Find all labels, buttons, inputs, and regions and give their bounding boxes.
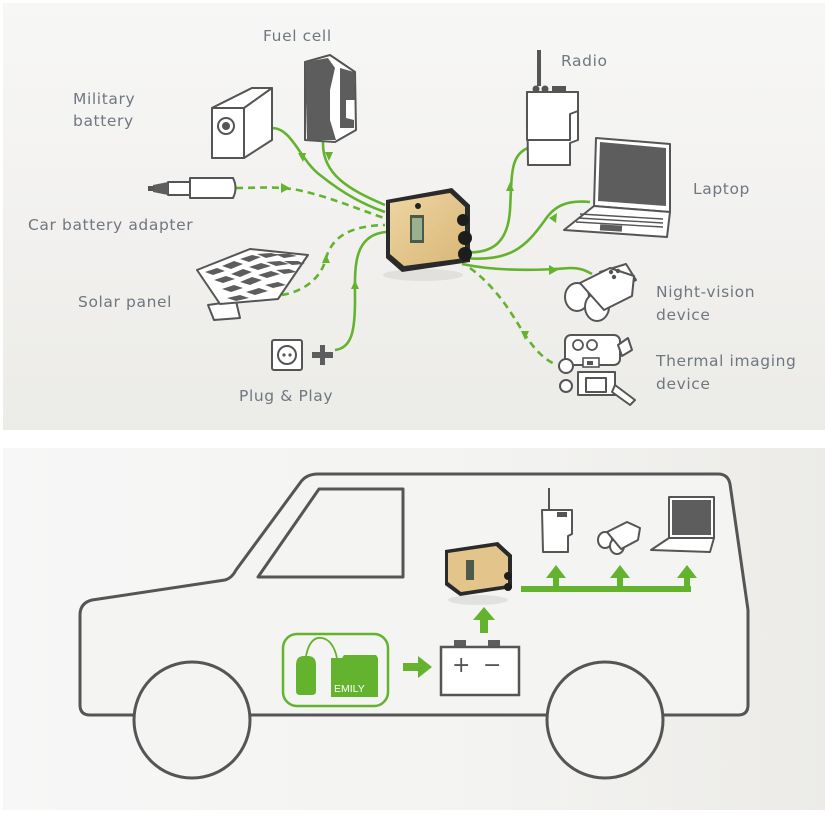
power-manager-device [383, 188, 472, 281]
line-laptop [461, 200, 591, 260]
label-fuel-cell: Fuel cell [263, 27, 332, 45]
arrow-to-battery [403, 656, 432, 678]
line-fuel-cell [321, 141, 386, 207]
vehicle-outline-icon [78, 472, 750, 780]
laptop-icon-small [650, 496, 715, 553]
label-thermal-line1: Thermal imaging [655, 352, 796, 370]
label-plug-and-play: Plug & Play [239, 387, 333, 405]
label-laptop: Laptop [693, 180, 750, 198]
fuel-cell-icon [304, 54, 357, 143]
top-diagram-panel: Fuel cell Military battery Car battery a… [3, 3, 825, 430]
arrow-military [298, 153, 306, 162]
arrow-thermal [521, 331, 529, 340]
arrow-night-vision [549, 265, 558, 275]
line-night-vision [461, 262, 593, 276]
battery-minus: − [483, 653, 501, 678]
vehicle-battery-icon: + − [439, 640, 521, 697]
arrow-solar [322, 254, 330, 263]
arrow-to-power-manager [473, 607, 495, 633]
power-distribution-bus [521, 565, 697, 592]
binoculars-icon [564, 263, 637, 322]
label-military-battery-line2: battery [73, 112, 134, 130]
arrow-car [281, 183, 290, 193]
line-radio [461, 146, 529, 254]
arrow-laptop [549, 213, 557, 223]
label-solar-panel: Solar panel [78, 293, 172, 311]
arrow-radio [506, 182, 514, 191]
line-military-battery [271, 126, 386, 214]
emily-fuel-cell-box: EMILY [281, 632, 390, 708]
power-manager-device-small [445, 542, 512, 605]
label-night-vision-line1: Night-vision [656, 283, 755, 301]
vehicle-integration-diagram: EMILY + − [78, 472, 750, 780]
laptop-icon [563, 137, 671, 238]
car-adapter-plug-icon [148, 177, 237, 199]
power-network-diagram: Fuel cell Military battery Car battery a… [28, 27, 796, 406]
arrow-plug [351, 280, 359, 289]
line-car-adapter [235, 186, 385, 220]
radio-icon-small [541, 488, 573, 553]
label-thermal-line2: device [656, 375, 711, 393]
label-car-battery-adapter: Car battery adapter [28, 216, 193, 234]
thermal-camera-icon [558, 334, 636, 406]
binoculars-icon-small [597, 521, 641, 555]
label-radio: Radio [561, 52, 608, 70]
line-solar-panel [281, 223, 386, 297]
arrow-fuel-cell [325, 152, 333, 161]
line-plug-play [334, 230, 387, 352]
label-night-vision-line2: device [656, 306, 711, 324]
line-thermal [469, 266, 556, 366]
bottom-diagram-panel: EMILY + − [3, 448, 825, 810]
solar-panel-icon [196, 248, 309, 321]
wall-socket-icon [271, 339, 333, 371]
emily-label: EMILY [334, 683, 365, 695]
battery-plus: + [452, 653, 470, 678]
label-military-battery-line1: Military [73, 90, 135, 108]
battery-box-icon [211, 87, 273, 159]
radio-icon [526, 50, 579, 166]
